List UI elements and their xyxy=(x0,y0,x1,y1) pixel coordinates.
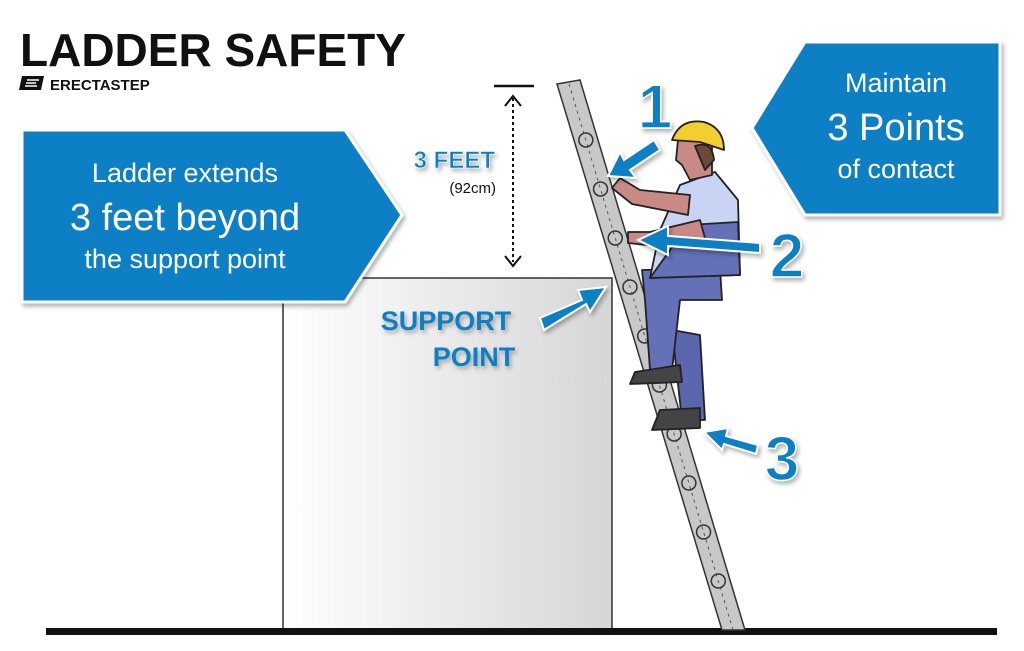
ladder-rung xyxy=(578,132,594,148)
right-callout-line2: 3 Points xyxy=(827,107,964,149)
measurement-label: 3 FEET xyxy=(414,147,496,174)
left-callout-line2: 3 feet beyond xyxy=(70,197,300,239)
right-callout xyxy=(750,40,1002,217)
brand-logo: ERECTASTEP xyxy=(19,76,150,94)
ladder-rung xyxy=(695,524,712,540)
left-callout-line1: Ladder extends xyxy=(92,158,278,188)
support-label-line1: SUPPORT xyxy=(381,306,512,336)
ladder-rung xyxy=(592,181,609,197)
contact-arrow-3-icon xyxy=(701,426,760,456)
ladder-rung xyxy=(622,279,638,295)
contact-point-3: 3 xyxy=(765,425,799,494)
measurement-sublabel: (92cm) xyxy=(449,180,496,197)
measurement-indicator xyxy=(494,84,534,268)
support-arrow-icon xyxy=(538,285,608,332)
right-callout-line3: of contact xyxy=(837,154,955,184)
right-callout-line1: Maintain xyxy=(845,68,947,98)
left-callout xyxy=(20,128,404,304)
brand-name: ERECTASTEP xyxy=(50,77,150,94)
ladder-rung xyxy=(681,475,697,491)
ladder-rung xyxy=(710,573,727,589)
ladder-rung xyxy=(607,230,624,246)
contact-arrow-1-icon xyxy=(606,138,662,180)
support-structure xyxy=(282,277,613,633)
support-label-line2: POINT xyxy=(433,342,516,372)
page-title: LADDER SAFETY xyxy=(20,24,406,76)
contact-point-1: 1 xyxy=(638,73,672,142)
contact-arrow-2-icon xyxy=(635,224,761,257)
contact-point-2: 2 xyxy=(770,222,804,291)
left-callout-line3: the support point xyxy=(84,244,286,274)
ground-line xyxy=(46,628,997,635)
